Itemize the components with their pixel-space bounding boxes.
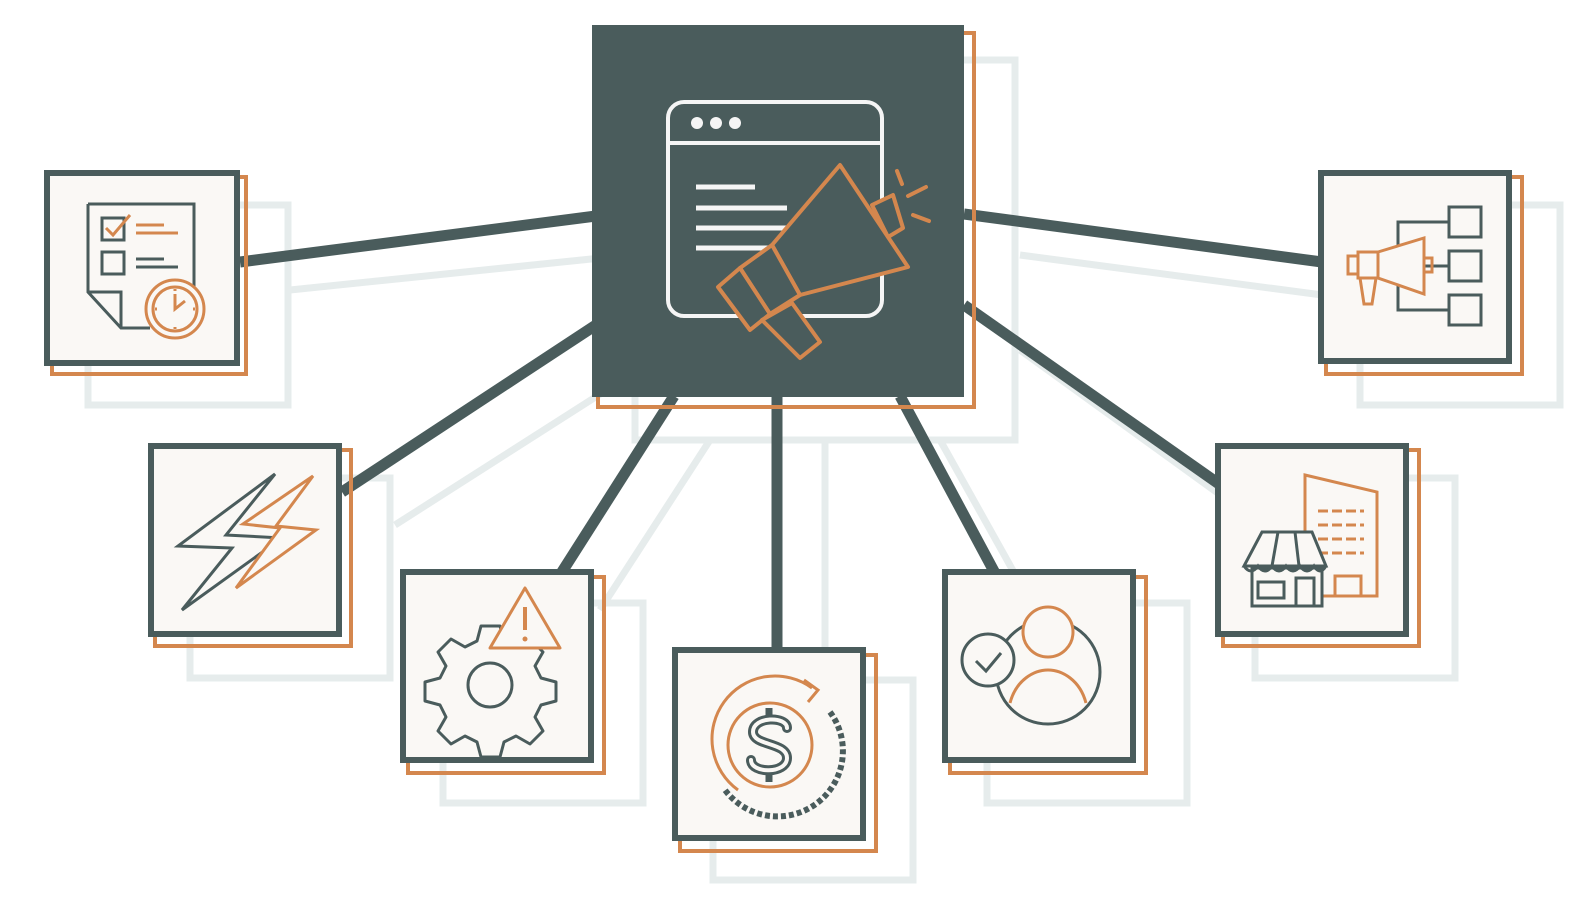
hub-card: [592, 25, 976, 409]
connector-gear: [555, 393, 679, 578]
connector-flowchart: [963, 208, 1323, 268]
node-gear-warning: [400, 569, 606, 775]
node-lightning: [148, 443, 353, 648]
megaphone-flowchart-icon: [1346, 205, 1483, 327]
node-checklist-timer: [44, 170, 248, 376]
connector-lines: [239, 208, 1323, 650]
lightning-bolts-icon: [173, 472, 321, 612]
node-dollar-cycle: [672, 647, 878, 853]
user-check-icon: [960, 605, 1102, 726]
connector-checklist: [239, 210, 597, 268]
connector-user: [895, 393, 1001, 578]
connector-lightning: [338, 320, 600, 497]
node-storefront-building: [1215, 443, 1421, 648]
browser-megaphone-icon: [666, 100, 931, 360]
gear-warning-icon: [423, 586, 562, 759]
node-megaphone-flowchart: [1318, 170, 1524, 376]
checklist-clock-icon: [86, 202, 206, 340]
storefront-building-icon: [1241, 473, 1379, 608]
dollar-cycle-icon: [710, 674, 846, 820]
connector-store: [960, 300, 1223, 489]
node-user-check: [942, 569, 1148, 775]
